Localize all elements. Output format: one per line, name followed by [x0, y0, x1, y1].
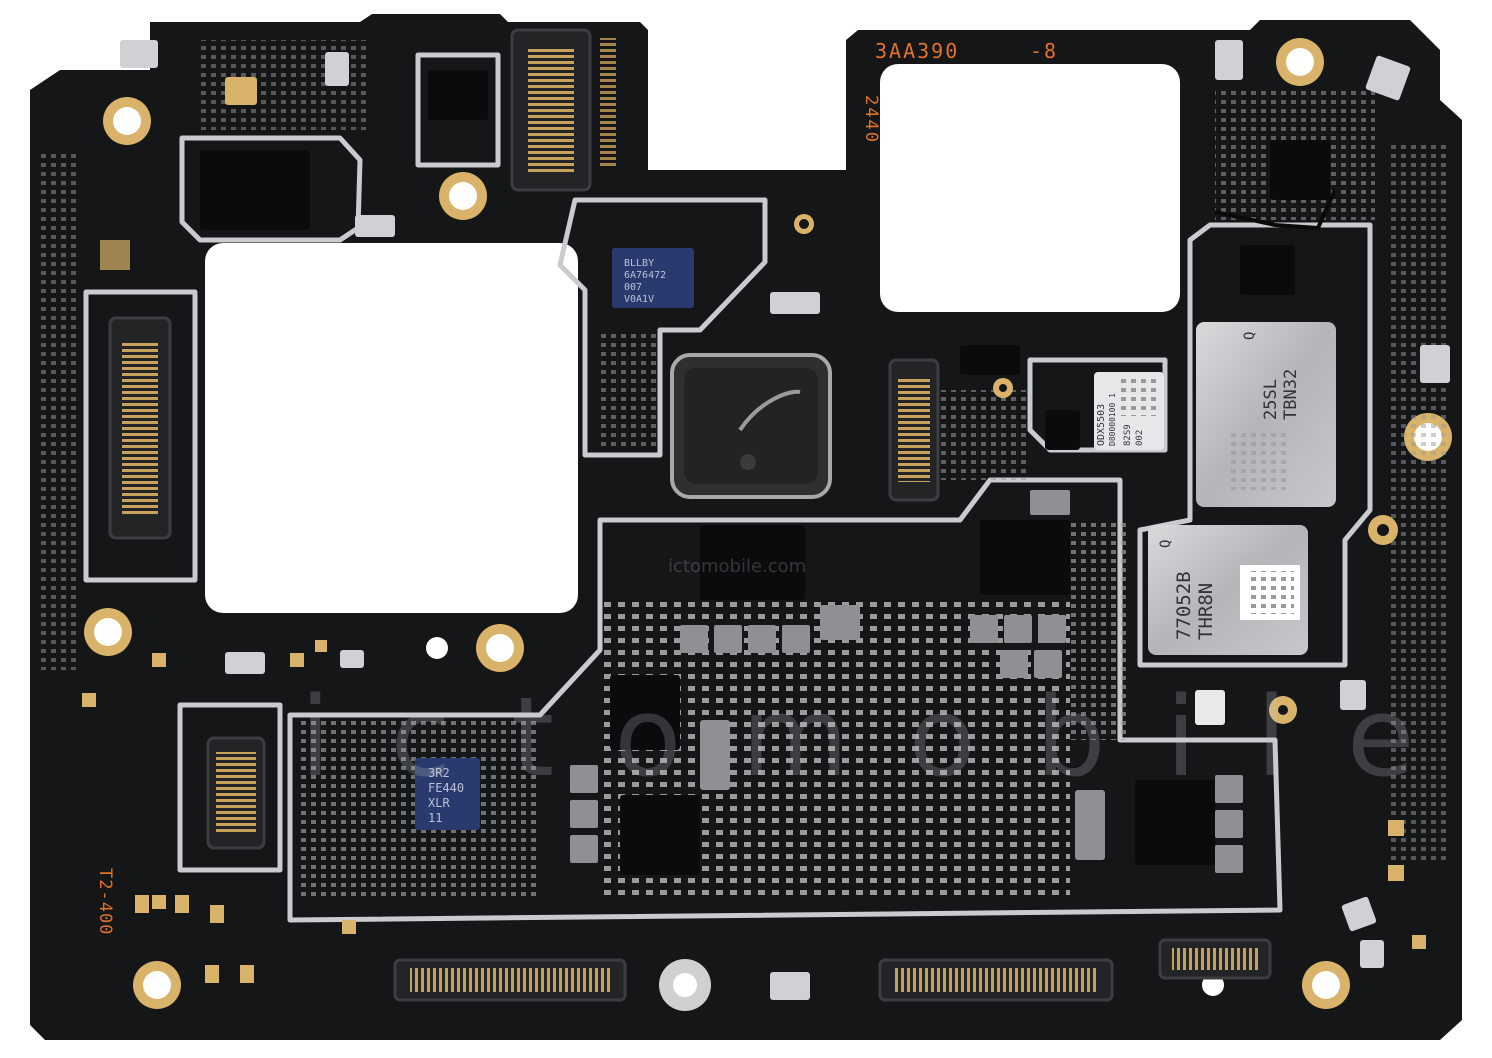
watermark-small: ictomobile.com: [668, 556, 806, 577]
rf-modules: [1094, 322, 1336, 655]
chip-module-line3: 82S9: [1123, 424, 1133, 446]
chip-blue-left-line2: FE440: [428, 781, 464, 795]
chip-top-right-line2: 25SL: [1261, 379, 1281, 420]
chip-top-right-line3: TBN32: [1281, 369, 1301, 420]
black-ics: [200, 70, 1330, 875]
chip-small-blue-line1: BLLBY: [624, 258, 654, 269]
watermark-large: ictomobile: [300, 673, 1475, 801]
coax-connectors: [993, 378, 1398, 724]
chip-module-line1: ODX5503: [1096, 404, 1107, 446]
chip-blue-left-line1: 3R2: [428, 766, 450, 780]
gold-pads: [82, 240, 1426, 983]
blue-ics: [415, 248, 694, 830]
cutout-right: [880, 64, 1180, 312]
center-shield-cap: [670, 353, 832, 499]
silk-code-top: 2440: [861, 95, 881, 144]
chip-top-right-line1: Q: [1242, 332, 1258, 340]
cutout-left: [205, 243, 578, 613]
component-field: [40, 40, 1450, 900]
chip-bottom-right-line3: THR8N: [1195, 583, 1217, 640]
chip-module-line2: D80000100 1: [1108, 393, 1117, 446]
watermarks: ictomobile.com ictomobile: [300, 556, 1475, 801]
chip-module-line4: 002: [1135, 430, 1145, 446]
antenna-cable: [1214, 189, 1337, 231]
silkscreen-labels: 3AA390 -8 2440 T2-400: [95, 39, 1058, 935]
chip-blue-left-line3: XLR: [428, 796, 450, 810]
silk-part-number: 3AA390: [875, 39, 959, 63]
inductors: [570, 490, 1243, 873]
silk-code-left: T2-400: [95, 868, 115, 935]
chip-blue-left-line4: 11: [428, 811, 442, 825]
chip-bottom-right-line2: 77052B: [1173, 571, 1195, 640]
chip-markings: BLLBY 6A76472 007 V0A1V 3R2 FE440 XLR 11…: [428, 258, 1301, 825]
silk-revision: -8: [1030, 39, 1058, 63]
chip-small-blue-line2: 6A76472: [624, 270, 666, 281]
chip-small-blue-line3: 007: [624, 282, 642, 293]
connectors: [108, 28, 1272, 1002]
metal-passives: [120, 40, 1450, 1000]
chip-bottom-right-line1: Q: [1158, 540, 1174, 548]
chip-small-blue-line4: V0A1V: [624, 294, 654, 305]
